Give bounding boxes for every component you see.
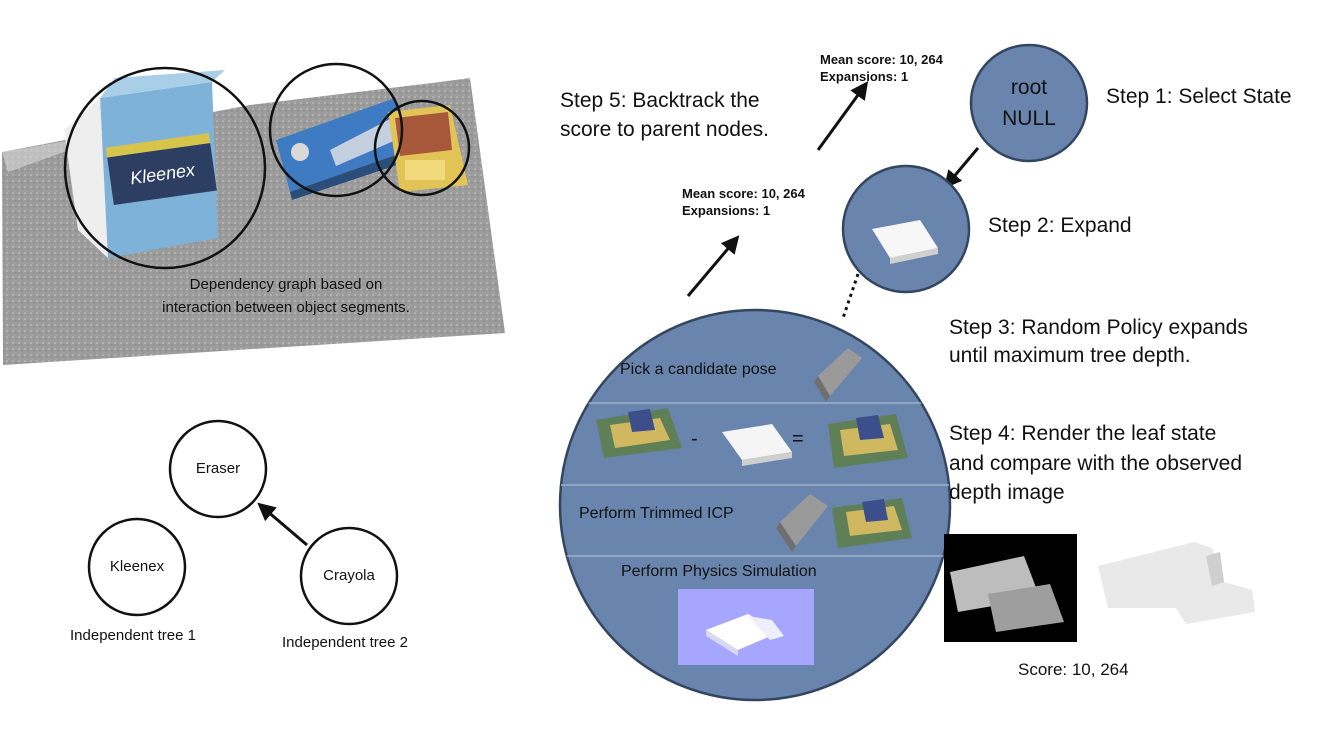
expansions-mid: Expansions: 1 bbox=[682, 203, 771, 218]
backtrack-arrow-top bbox=[816, 81, 869, 151]
tree2-label: Independent tree 2 bbox=[282, 634, 408, 651]
step3-line1: Step 3: Random Policy expands bbox=[949, 316, 1248, 339]
kleenex-node-label: Kleenex bbox=[109, 558, 165, 575]
eraser-node bbox=[168, 419, 268, 519]
step4-line1: Step 4: Render the leaf state bbox=[949, 422, 1217, 445]
kleenex-box-cloud: Kleenex bbox=[64, 70, 225, 258]
scene-caption-line2: interaction between object segments. bbox=[162, 299, 410, 316]
scene-cloud-left bbox=[596, 408, 682, 458]
crayola-to-eraser-arrow bbox=[257, 502, 308, 547]
scene-caption-line1: Dependency graph based on bbox=[189, 276, 383, 293]
scene-cloud-result bbox=[828, 414, 908, 468]
root-label-line2: NULL bbox=[1002, 107, 1056, 130]
root-to-child-arrow bbox=[943, 147, 980, 189]
step2-label: Step 2: Expand bbox=[988, 214, 1132, 237]
point-cloud-scene: Kleenex bbox=[2, 62, 505, 365]
mean-score-top: Mean score: 10, 264 bbox=[820, 52, 943, 67]
eraser-subtract-block bbox=[722, 424, 792, 466]
root-node bbox=[969, 43, 1089, 163]
physics-simulation-image bbox=[678, 589, 814, 665]
backtrack-arrow-mid bbox=[686, 235, 740, 297]
crayola-box-cloud bbox=[276, 98, 412, 200]
minus-sign: - bbox=[691, 428, 698, 450]
leaf-node bbox=[558, 308, 952, 702]
root-label-line1: root bbox=[1010, 76, 1048, 99]
step5-line2: score to parent nodes. bbox=[560, 118, 769, 141]
observed-depth-image bbox=[1098, 542, 1255, 624]
icp-scene-cloud bbox=[832, 498, 912, 548]
equals-sign: = bbox=[792, 428, 804, 450]
expansions-top: Expansions: 1 bbox=[820, 69, 909, 84]
eraser-node-label: Eraser bbox=[195, 460, 241, 477]
crayola-node bbox=[299, 526, 399, 626]
step5-line1: Step 5: Backtrack the bbox=[560, 89, 760, 112]
candidate-pose-block bbox=[814, 348, 862, 402]
kleenex-node bbox=[87, 517, 187, 617]
pick-pose-label: Pick a candidate pose bbox=[620, 361, 777, 378]
step4-line2: and compare with the observed bbox=[949, 452, 1243, 475]
icp-block bbox=[776, 494, 828, 552]
dependency-graph bbox=[87, 419, 399, 626]
eraser-object-icon bbox=[872, 220, 938, 264]
crackers-box-cloud bbox=[388, 105, 468, 192]
rollout-dotted-link bbox=[841, 273, 860, 319]
render-score-label: Score: 10, 264 bbox=[1018, 660, 1129, 679]
search-tree bbox=[686, 43, 1089, 319]
crackers-segment-ring bbox=[373, 99, 471, 197]
physics-sim-label: Perform Physics Simulation bbox=[621, 563, 817, 580]
step3-line2: until maximum tree depth. bbox=[949, 344, 1191, 367]
rendered-depth-image bbox=[944, 534, 1077, 642]
kleenex-segment-ring bbox=[63, 66, 267, 270]
trimmed-icp-label: Perform Trimmed ICP bbox=[579, 505, 734, 522]
crayola-node-label: Crayola bbox=[323, 567, 375, 584]
tree1-label: Independent tree 1 bbox=[70, 627, 196, 644]
mean-score-mid: Mean score: 10, 264 bbox=[682, 186, 805, 201]
crayola-segment-ring bbox=[268, 62, 404, 198]
step4-line3: depth image bbox=[949, 481, 1065, 504]
step1-label: Step 1: Select State bbox=[1106, 85, 1292, 108]
